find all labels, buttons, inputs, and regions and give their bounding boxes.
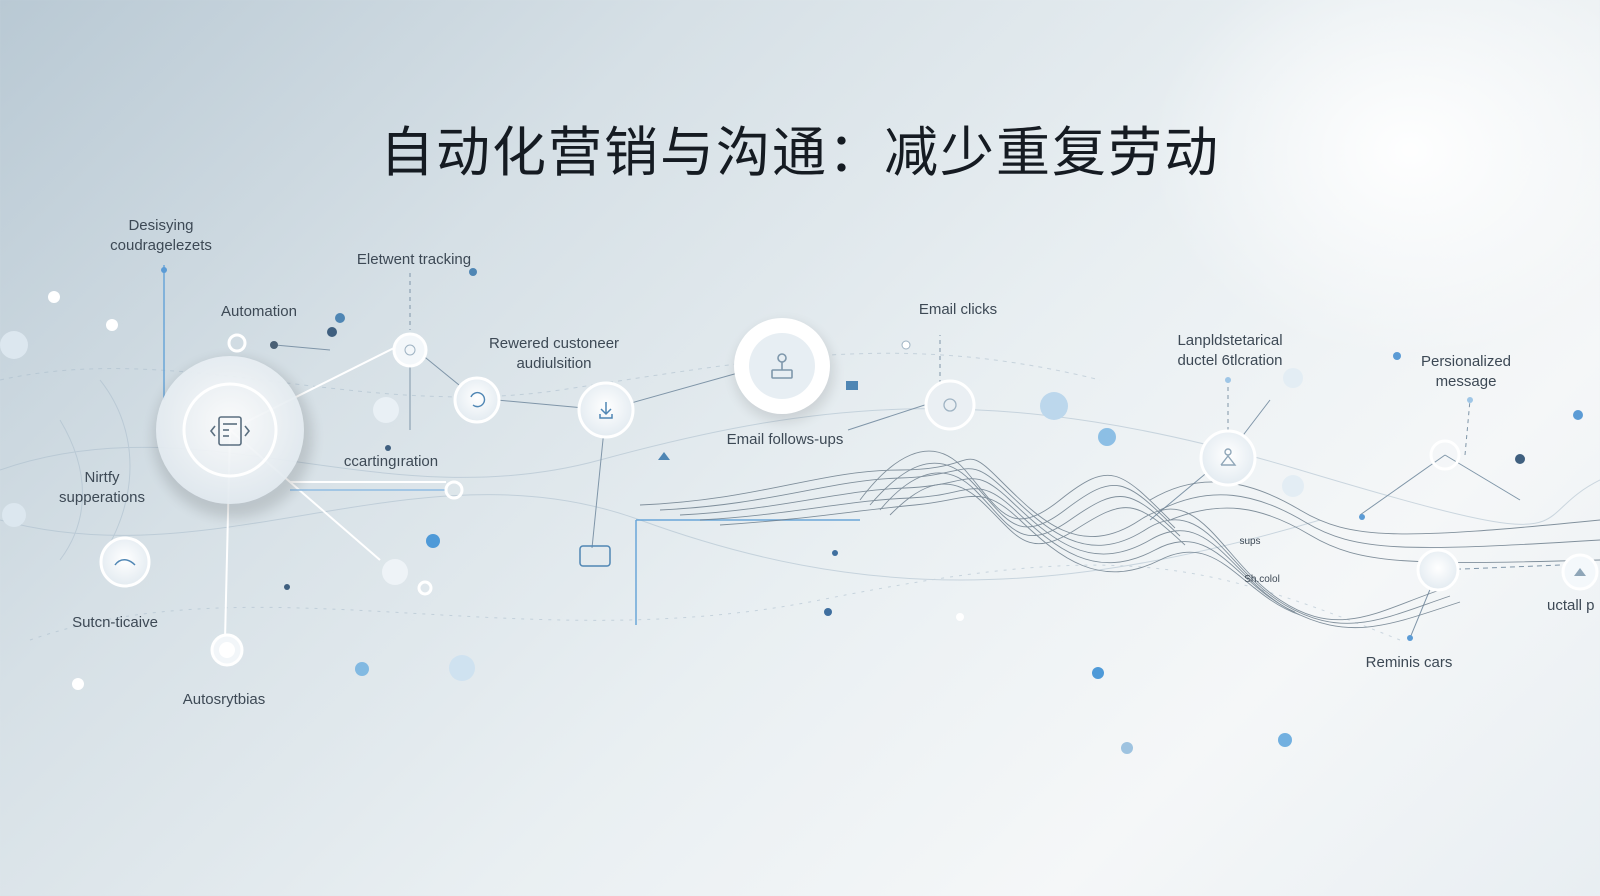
- refresh-icon: [470, 391, 486, 408]
- bottom-node[interactable]: [210, 633, 244, 667]
- label-desisying: Desisying coudragelezets: [110, 217, 212, 254]
- email-followup-node[interactable]: [734, 318, 834, 422]
- thin-links: [274, 273, 1561, 639]
- label-wave-small-2: Sh.colol: [1244, 574, 1280, 585]
- label-uctall: uctall p: [1547, 597, 1595, 614]
- label-sutcn: Sutcn-ticaive: [72, 614, 158, 631]
- gear-icon: [943, 398, 957, 412]
- gear-node[interactable]: [924, 379, 976, 431]
- label-reminis-cars: Reminis cars: [1365, 654, 1453, 671]
- label-personalized-message: Persionalized message: [1420, 353, 1512, 390]
- hub-node[interactable]: [153, 356, 313, 518]
- label-automation: Automation: [221, 303, 297, 320]
- chat-node[interactable]: [99, 536, 151, 588]
- edge-node-left[interactable]: [0, 331, 28, 527]
- person-node[interactable]: [1199, 429, 1257, 487]
- download-node[interactable]: [577, 381, 635, 439]
- edge-node[interactable]: [1561, 553, 1599, 591]
- label-wave-small-1: sups: [1239, 536, 1261, 547]
- label-lanpld: Lanpldstetarical ductel 6tlcration: [1177, 332, 1283, 369]
- small-node-cloud[interactable]: [373, 397, 408, 585]
- refresh-node[interactable]: [453, 376, 501, 424]
- wave-bundle: [639, 450, 1600, 628]
- label-email-followups: Email follows-ups: [726, 431, 844, 448]
- page-title: 自动化营销与沟通：减少重复劳动: [380, 121, 1220, 184]
- accent-lines: [163, 265, 860, 625]
- small-node-tracking[interactable]: [392, 332, 428, 368]
- chat-icon: [114, 559, 136, 566]
- small-node-rings[interactable]: [417, 439, 1461, 596]
- person-icon: [1220, 448, 1237, 466]
- label-email-clicks: Email clicks: [918, 301, 998, 318]
- user-stamp-icon: [771, 353, 793, 379]
- label-element-tracking: Eletwent tracking: [356, 251, 472, 268]
- label-ccartingration: ccartingıration: [343, 453, 439, 470]
- label-rewered-acquisition: Rewered custoneer audiulsition: [488, 335, 620, 372]
- label-autosrytbias: Autosrytbias: [182, 691, 266, 708]
- scatter-dots: [48, 267, 1583, 754]
- small-node-automation[interactable]: [227, 333, 278, 353]
- label-nirtfy: Nirtfy supperations: [59, 469, 145, 506]
- remind-node[interactable]: [1416, 548, 1460, 592]
- calculator-device-icon: [209, 416, 251, 446]
- download-icon: [599, 402, 613, 419]
